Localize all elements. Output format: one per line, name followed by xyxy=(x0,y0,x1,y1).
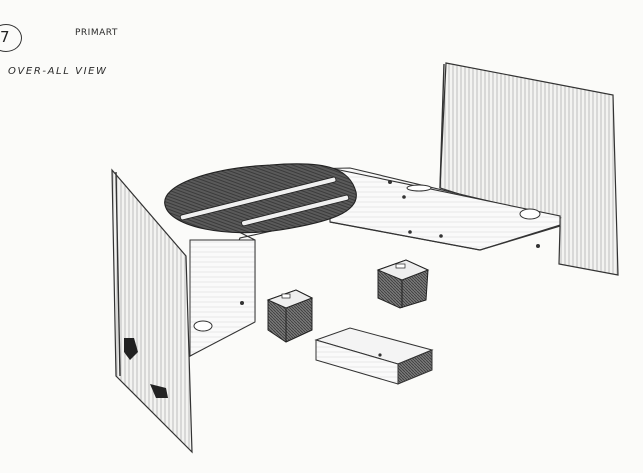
mounting-block-right xyxy=(376,259,430,309)
sheet-number: 7 xyxy=(0,28,10,46)
left-side-panel xyxy=(111,168,193,454)
right-side-panel xyxy=(439,62,619,276)
drawing-title: PRIMART xyxy=(75,28,118,38)
mounting-block-left xyxy=(266,289,314,343)
long-block xyxy=(314,327,434,385)
view-label: OVER-ALL VIEW xyxy=(8,66,108,77)
oval-pad xyxy=(164,163,357,234)
